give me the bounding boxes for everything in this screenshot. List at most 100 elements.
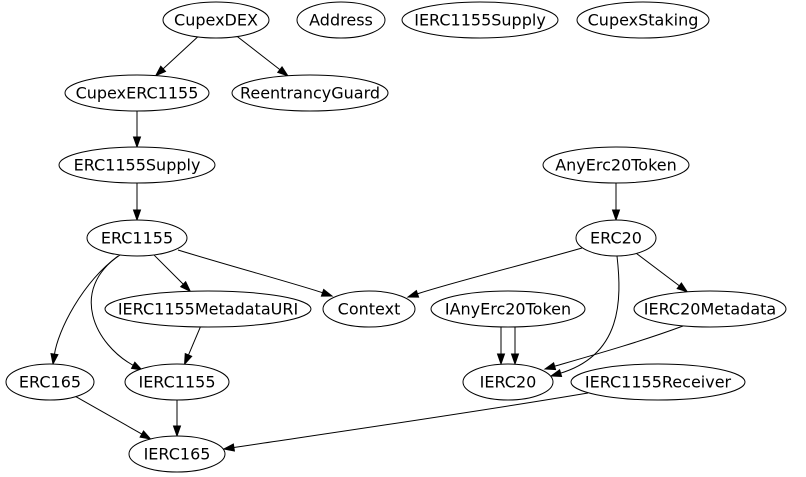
node-ellipse bbox=[430, 290, 586, 328]
node-ellipse bbox=[462, 363, 554, 401]
arrowhead-icon bbox=[222, 443, 236, 452]
node-ierc1155-supply: IERC1155Supply bbox=[401, 1, 559, 39]
edge-erc1155-to-context bbox=[177, 249, 334, 297]
node-label: ERC1155Supply bbox=[74, 156, 201, 175]
arrowhead-icon bbox=[320, 288, 334, 297]
edge-erc20-to-context bbox=[406, 247, 583, 298]
node-label: AnyErc20Token bbox=[555, 156, 677, 175]
node-label: ERC20 bbox=[590, 229, 642, 248]
arrowhead-icon bbox=[549, 368, 563, 378]
edge-line bbox=[636, 253, 681, 287]
node-erc1155-supply: ERC1155Supply bbox=[58, 146, 216, 184]
node-ierc1155: IERC1155 bbox=[124, 363, 230, 401]
arrowhead-icon bbox=[132, 209, 142, 222]
arrowhead-icon bbox=[406, 289, 420, 298]
edge-line bbox=[75, 396, 143, 435]
node-label: CupexStaking bbox=[588, 11, 699, 30]
edge-cupex-dex-to-cupex-erc1155 bbox=[154, 36, 199, 77]
edge-line bbox=[177, 249, 324, 294]
node-erc1155: ERC1155 bbox=[86, 219, 188, 257]
node-ellipse bbox=[570, 363, 746, 401]
node-ellipse bbox=[575, 219, 657, 257]
node-label: IERC20 bbox=[480, 373, 537, 392]
edge-ierc1155-to-ierc165 bbox=[172, 400, 182, 438]
arrowhead-icon bbox=[132, 136, 142, 149]
node-context: Context bbox=[322, 290, 416, 328]
node-label: IERC1155MetadataURI bbox=[118, 300, 298, 319]
node-ierc20: IERC20 bbox=[462, 363, 554, 401]
node-ellipse bbox=[58, 146, 216, 184]
edge-erc1155-to-ierc1155 bbox=[90, 254, 144, 371]
edge-line bbox=[559, 255, 620, 374]
arrowhead-icon bbox=[496, 353, 506, 366]
edge-line bbox=[90, 254, 135, 367]
node-reentrancy-guard: ReentrancyGuard bbox=[231, 74, 389, 112]
node-ierc1155-receiver: IERC1155Receiver bbox=[570, 363, 746, 401]
node-label: ERC1155 bbox=[101, 229, 173, 248]
edge-line bbox=[153, 254, 185, 286]
node-label: ERC165 bbox=[19, 373, 81, 392]
node-erc20: ERC20 bbox=[575, 219, 657, 257]
edge-i-any-erc20-token-to-ierc20 bbox=[510, 327, 520, 366]
node-ellipse bbox=[104, 290, 312, 328]
node-label: CupexDEX bbox=[174, 11, 258, 30]
node-label: ReentrancyGuard bbox=[240, 84, 380, 103]
node-label: IERC1155Receiver bbox=[585, 373, 732, 392]
edge-line bbox=[232, 392, 589, 449]
node-ierc1155-metadata-uri: IERC1155MetadataURI bbox=[104, 290, 312, 328]
arrowhead-icon bbox=[543, 362, 557, 371]
node-ellipse bbox=[128, 435, 226, 473]
graph-nodes: CupexDEX Address IERC1155Supply CupexStakin… bbox=[5, 1, 787, 473]
edge-any-erc20-token-to-erc20 bbox=[611, 183, 621, 222]
arrowhead-icon bbox=[130, 361, 144, 371]
arrowhead-icon bbox=[179, 280, 192, 293]
node-ellipse bbox=[542, 146, 690, 184]
node-i-any-erc20-token: IAnyErc20Token bbox=[430, 290, 586, 328]
edge-erc20-to-ierc20-metadata bbox=[636, 253, 689, 293]
edge-cupex-dex-to-reentrancy-guard bbox=[236, 36, 289, 77]
node-ellipse bbox=[64, 74, 210, 112]
arrowhead-icon bbox=[139, 430, 152, 440]
node-cupex-staking: CupexStaking bbox=[576, 1, 710, 39]
arrowhead-icon bbox=[172, 425, 182, 438]
edge-erc1155-to-ierc1155-metadata-uri bbox=[153, 254, 192, 293]
node-ellipse bbox=[576, 1, 710, 39]
node-ellipse bbox=[296, 1, 386, 39]
node-ierc20-metadata: IERC20Metadata bbox=[633, 290, 787, 328]
edge-ierc20-metadata-to-ierc20 bbox=[543, 325, 684, 371]
node-ellipse bbox=[5, 363, 95, 401]
node-ellipse bbox=[162, 1, 270, 39]
edge-line bbox=[236, 36, 281, 71]
node-label: CupexERC1155 bbox=[76, 84, 199, 103]
arrowhead-icon bbox=[611, 209, 621, 222]
node-label: IERC20Metadata bbox=[644, 300, 776, 319]
arrowhead-icon bbox=[183, 352, 193, 366]
node-label: Context bbox=[338, 300, 401, 319]
node-ellipse bbox=[322, 290, 416, 328]
edge-line bbox=[162, 36, 199, 70]
edge-ierc1155-receiver-to-ierc165 bbox=[222, 392, 589, 452]
node-label: IAnyErc20Token bbox=[445, 300, 571, 319]
node-address: Address bbox=[296, 1, 386, 39]
node-any-erc20-token: AnyErc20Token bbox=[542, 146, 690, 184]
node-cupex-dex: CupexDEX bbox=[162, 1, 270, 39]
edge-line bbox=[553, 325, 684, 367]
node-ellipse bbox=[401, 1, 559, 39]
node-ellipse bbox=[86, 219, 188, 257]
arrowhead-icon bbox=[50, 352, 59, 366]
edge-line bbox=[187, 326, 201, 357]
arrowhead-icon bbox=[276, 65, 289, 77]
edge-i-any-erc20-token-to-ierc20 bbox=[496, 326, 506, 366]
node-cupex-erc1155: CupexERC1155 bbox=[64, 74, 210, 112]
node-label: Address bbox=[309, 11, 373, 30]
arrowhead-icon bbox=[510, 353, 520, 366]
graph-edges bbox=[50, 36, 689, 452]
edge-erc1155-supply-to-erc1155 bbox=[132, 183, 142, 222]
node-ellipse bbox=[633, 290, 787, 328]
edge-erc20-to-ierc20 bbox=[549, 255, 620, 378]
edge-line bbox=[416, 247, 583, 295]
edge-ierc1155-metadata-uri-to-ierc1155 bbox=[183, 326, 201, 366]
node-ierc165: IERC165 bbox=[128, 435, 226, 473]
node-ellipse bbox=[231, 74, 389, 112]
